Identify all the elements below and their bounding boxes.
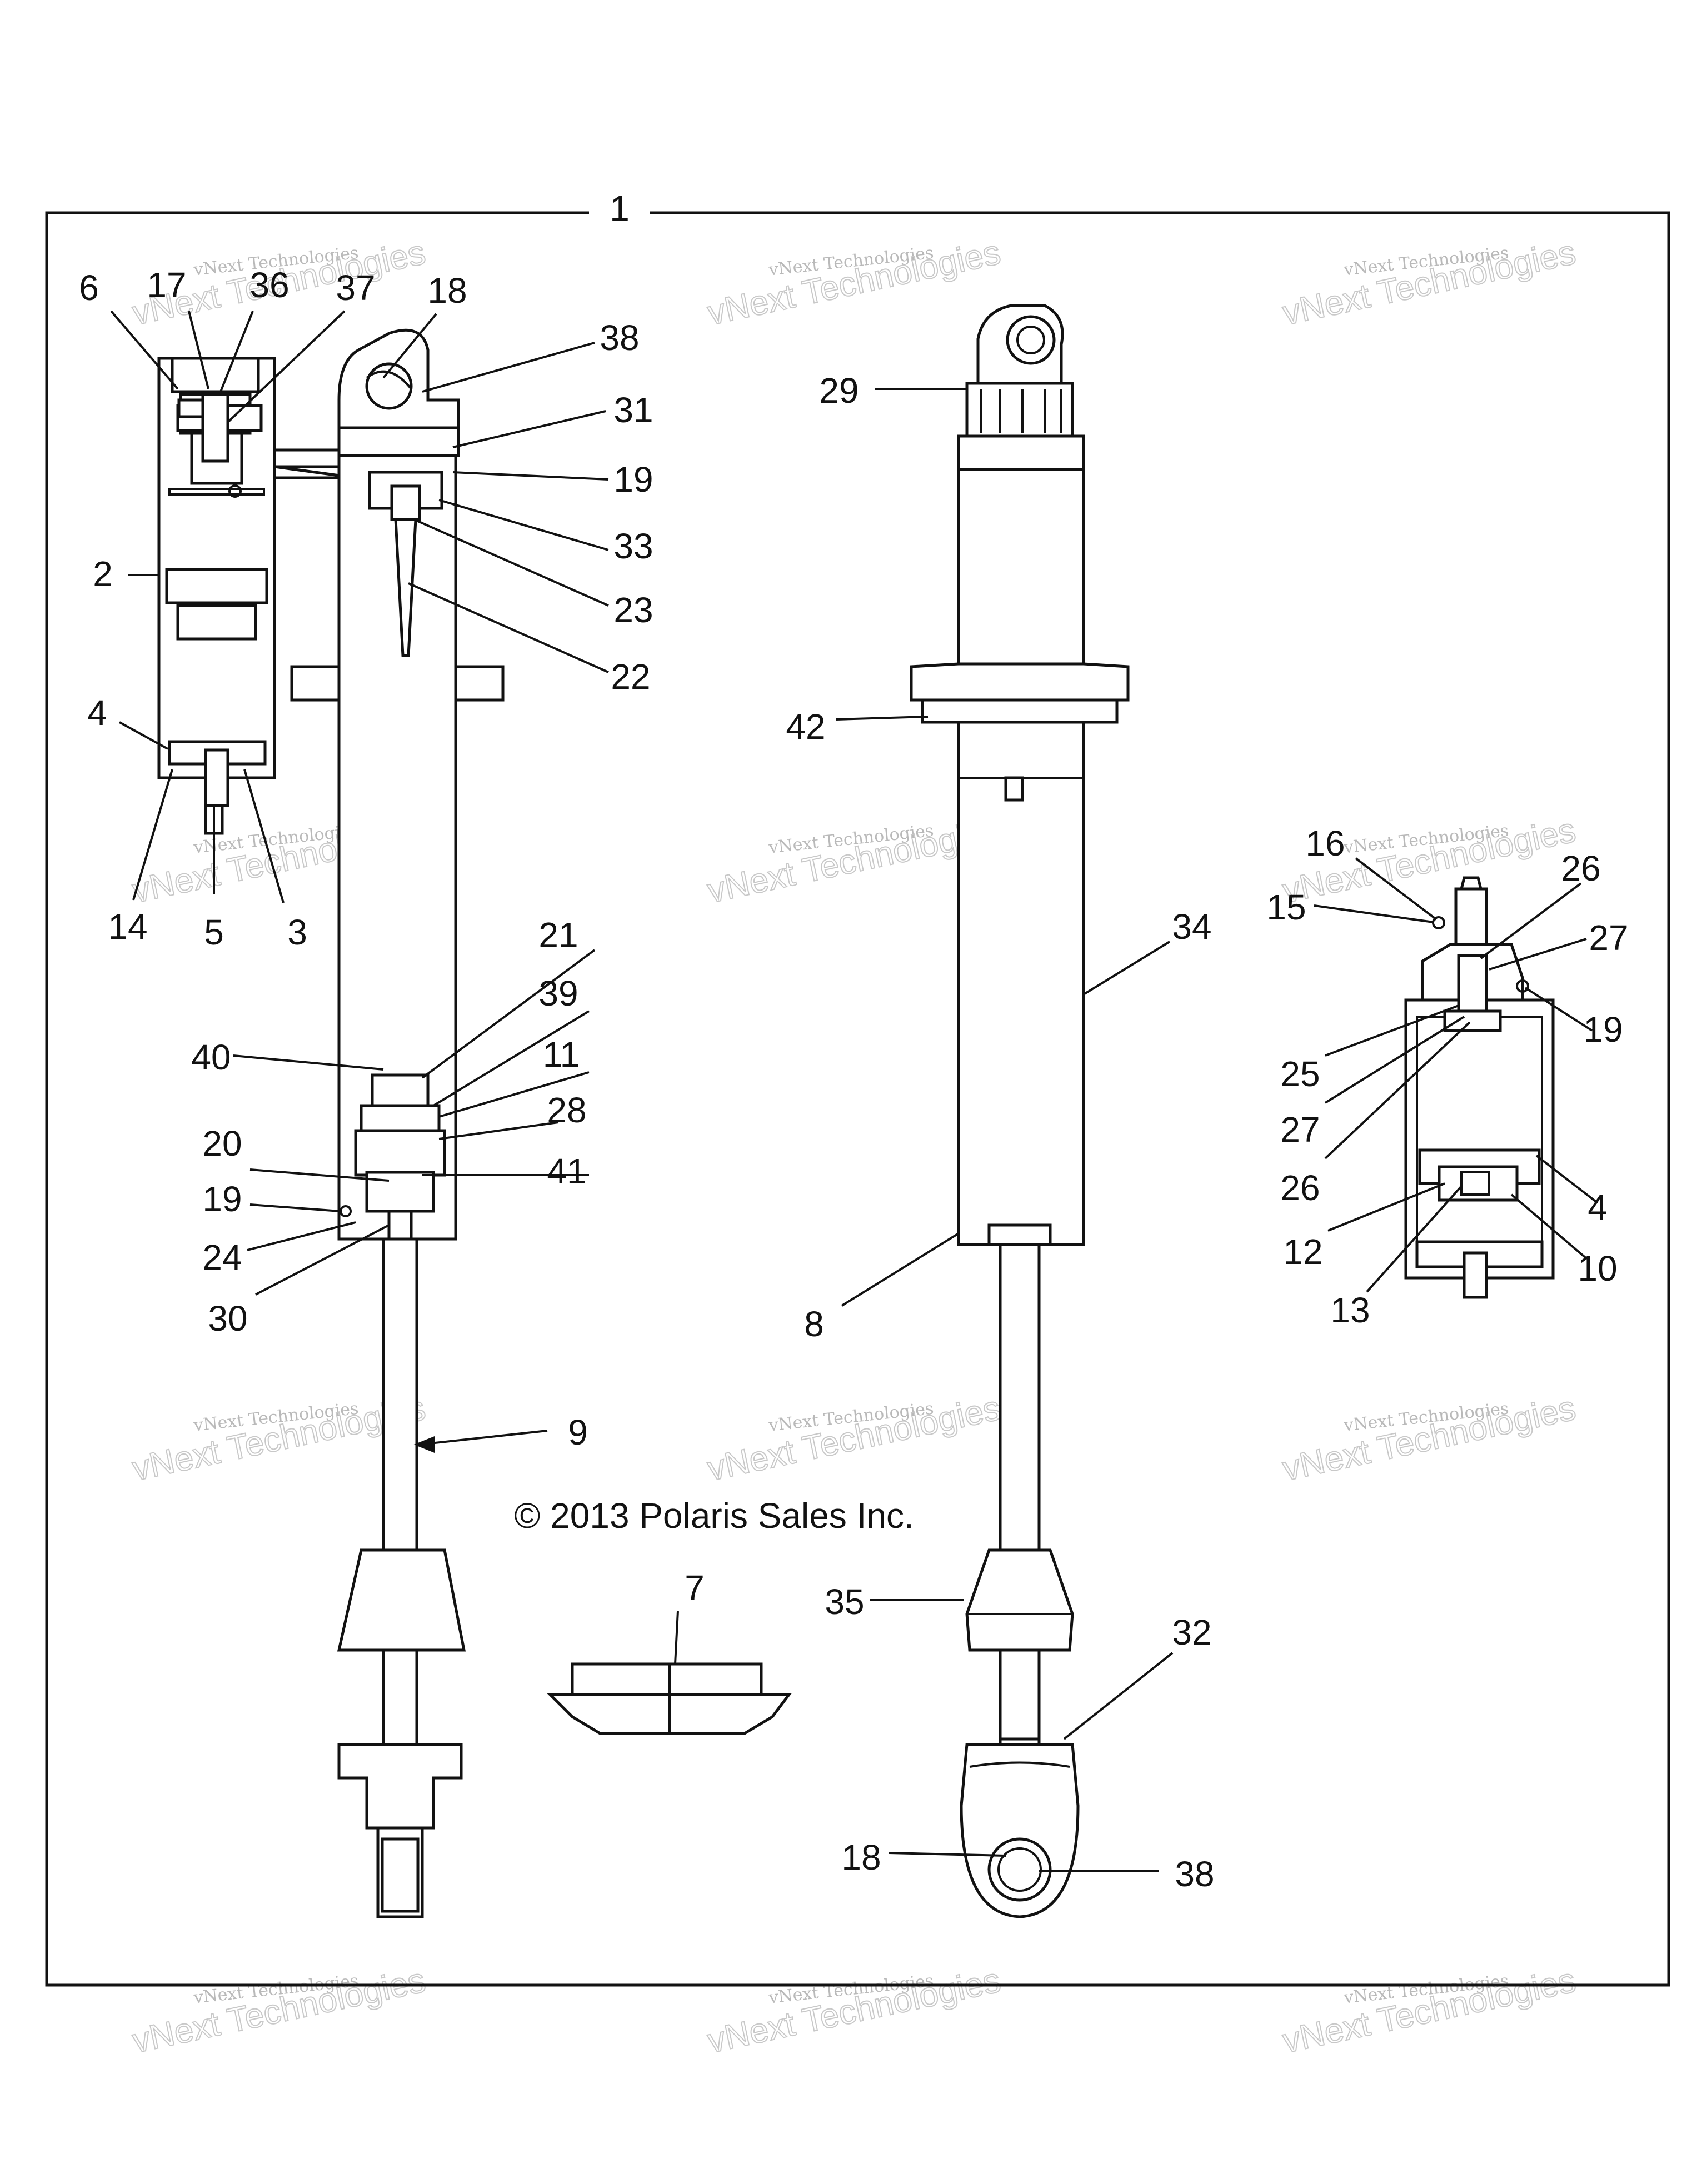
- callout-14: 14: [108, 907, 147, 947]
- callout-33: 33: [613, 526, 653, 566]
- callout-22: 22: [611, 657, 650, 697]
- reservoir-detail: [1404, 876, 1555, 1299]
- callout-38-top: 38: [600, 318, 639, 358]
- callout-31: 31: [613, 390, 653, 430]
- callout-23: 23: [613, 590, 653, 630]
- callout-3: 3: [287, 912, 307, 952]
- callout-10: 10: [1578, 1248, 1617, 1288]
- copyright-text: © 2013 Polaris Sales Inc.: [514, 1496, 914, 1536]
- callout-2: 2: [93, 554, 113, 594]
- callout-17: 17: [147, 265, 186, 305]
- callout-11: 11: [543, 1034, 580, 1074]
- callout-27-top: 27: [1589, 918, 1628, 958]
- assembled-shock: [910, 304, 1130, 1918]
- callout-7: 7: [685, 1568, 705, 1608]
- callout-19-top: 19: [613, 459, 653, 499]
- callout-25: 25: [1280, 1054, 1320, 1094]
- leader-lines: [110, 310, 1599, 1872]
- callout-18-bottom: 18: [841, 1837, 881, 1877]
- callout-18-top: 18: [427, 271, 467, 311]
- callout-12: 12: [1283, 1232, 1322, 1272]
- callout-4-right: 4: [1588, 1187, 1608, 1227]
- callout-30: 30: [208, 1298, 247, 1338]
- callout-21: 21: [538, 915, 578, 955]
- callout-4-left: 4: [87, 693, 107, 733]
- callout-6: 6: [79, 268, 99, 308]
- callout-28: 28: [547, 1090, 586, 1130]
- watermark-outline-text: vNext Technologies: [704, 1389, 1004, 1488]
- callout-26-top: 26: [1561, 848, 1600, 888]
- callout-42: 42: [786, 707, 825, 747]
- bumper-cap-7: [546, 1662, 792, 1735]
- callout-16: 16: [1305, 823, 1345, 863]
- callout-40: 40: [191, 1037, 231, 1077]
- callout-19-mid: 19: [202, 1179, 242, 1219]
- callout-32: 32: [1172, 1612, 1211, 1652]
- callout-27-bottom: 27: [1280, 1110, 1320, 1150]
- watermark-outline-text: vNext Technologies: [704, 233, 1004, 333]
- callout-36: 36: [249, 265, 289, 305]
- callout-34: 34: [1172, 907, 1211, 947]
- callout-26-bottom: 26: [1280, 1168, 1320, 1208]
- callout-20: 20: [202, 1123, 242, 1163]
- callout-8: 8: [804, 1304, 824, 1344]
- callout-1: 1: [610, 188, 630, 228]
- callout-13: 13: [1330, 1290, 1370, 1330]
- cutaway-shock: [157, 328, 505, 1918]
- callout-19-right: 19: [1583, 1009, 1623, 1049]
- callout-15: 15: [1266, 887, 1306, 927]
- callout-37: 37: [336, 268, 375, 308]
- watermark-outline-text: vNext Technologies: [704, 1961, 1004, 2061]
- callout-39: 39: [538, 973, 578, 1013]
- callout-5: 5: [204, 912, 224, 952]
- callout-9: 9: [568, 1412, 588, 1452]
- callout-41: 41: [547, 1151, 586, 1191]
- watermark-outline-text: vNext Technologies: [129, 1961, 428, 2061]
- callout-29: 29: [819, 371, 859, 411]
- callout-35: 35: [825, 1582, 864, 1622]
- callout-38-bottom: 38: [1175, 1854, 1214, 1894]
- assembly-frame: [45, 211, 1670, 1987]
- callout-24: 24: [202, 1237, 242, 1277]
- callout-labels: 1 6 17 36 37 18 38 31 19 33 23 22 2 4 14…: [79, 188, 1628, 1894]
- watermark-outline-text: vNext Technologies: [1279, 1961, 1579, 2061]
- watermark-outline-text: vNext Technologies: [1279, 1389, 1579, 1488]
- watermark-outline-text: vNext Technologies: [1279, 233, 1579, 333]
